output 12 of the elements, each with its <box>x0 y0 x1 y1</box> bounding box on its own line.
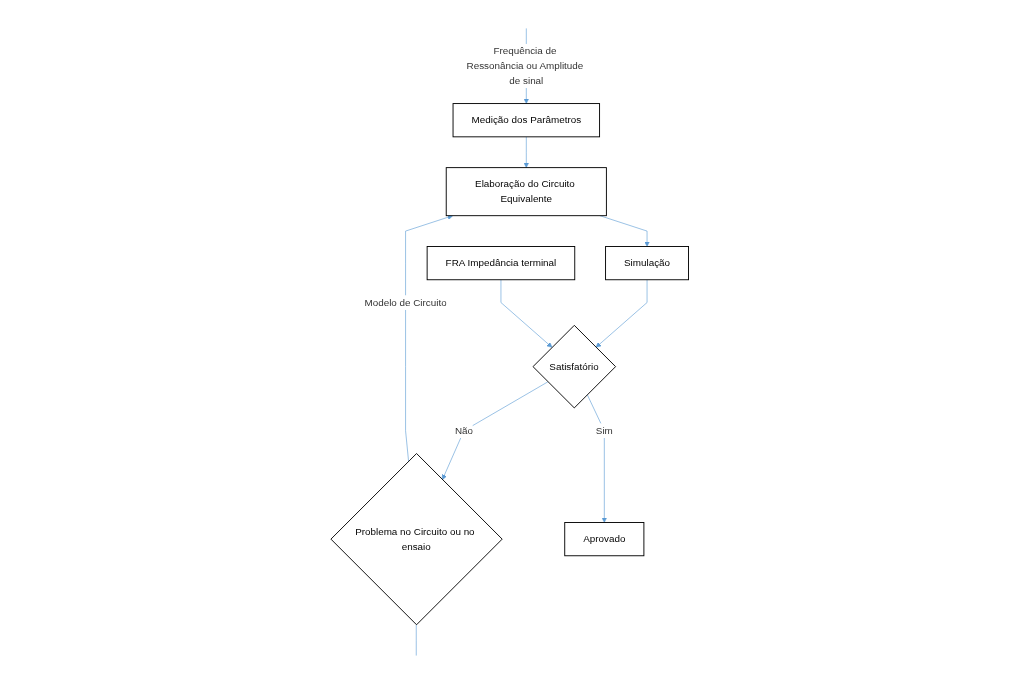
process-box: Simulação <box>604 246 689 281</box>
decision-diamond: Satisfatório <box>532 324 616 409</box>
decision-diamond: Problema no Circuito ou no ensaio <box>330 453 503 626</box>
process-box: Elaboração do Circuito Equivalente <box>445 167 607 217</box>
edge-label: Modelo de Circuito <box>364 297 447 308</box>
connector <box>415 624 417 656</box>
process-box: Medição dos Parâmetros <box>452 103 600 138</box>
process-box: FRA Impedância terminal <box>426 246 575 281</box>
edge-label: Sim <box>595 425 613 436</box>
edge-label: Frequência de Ressonância ou Amplitude de sinal <box>466 45 584 86</box>
edge-label: Não <box>454 425 473 436</box>
process-box: Aprovado <box>564 522 645 557</box>
